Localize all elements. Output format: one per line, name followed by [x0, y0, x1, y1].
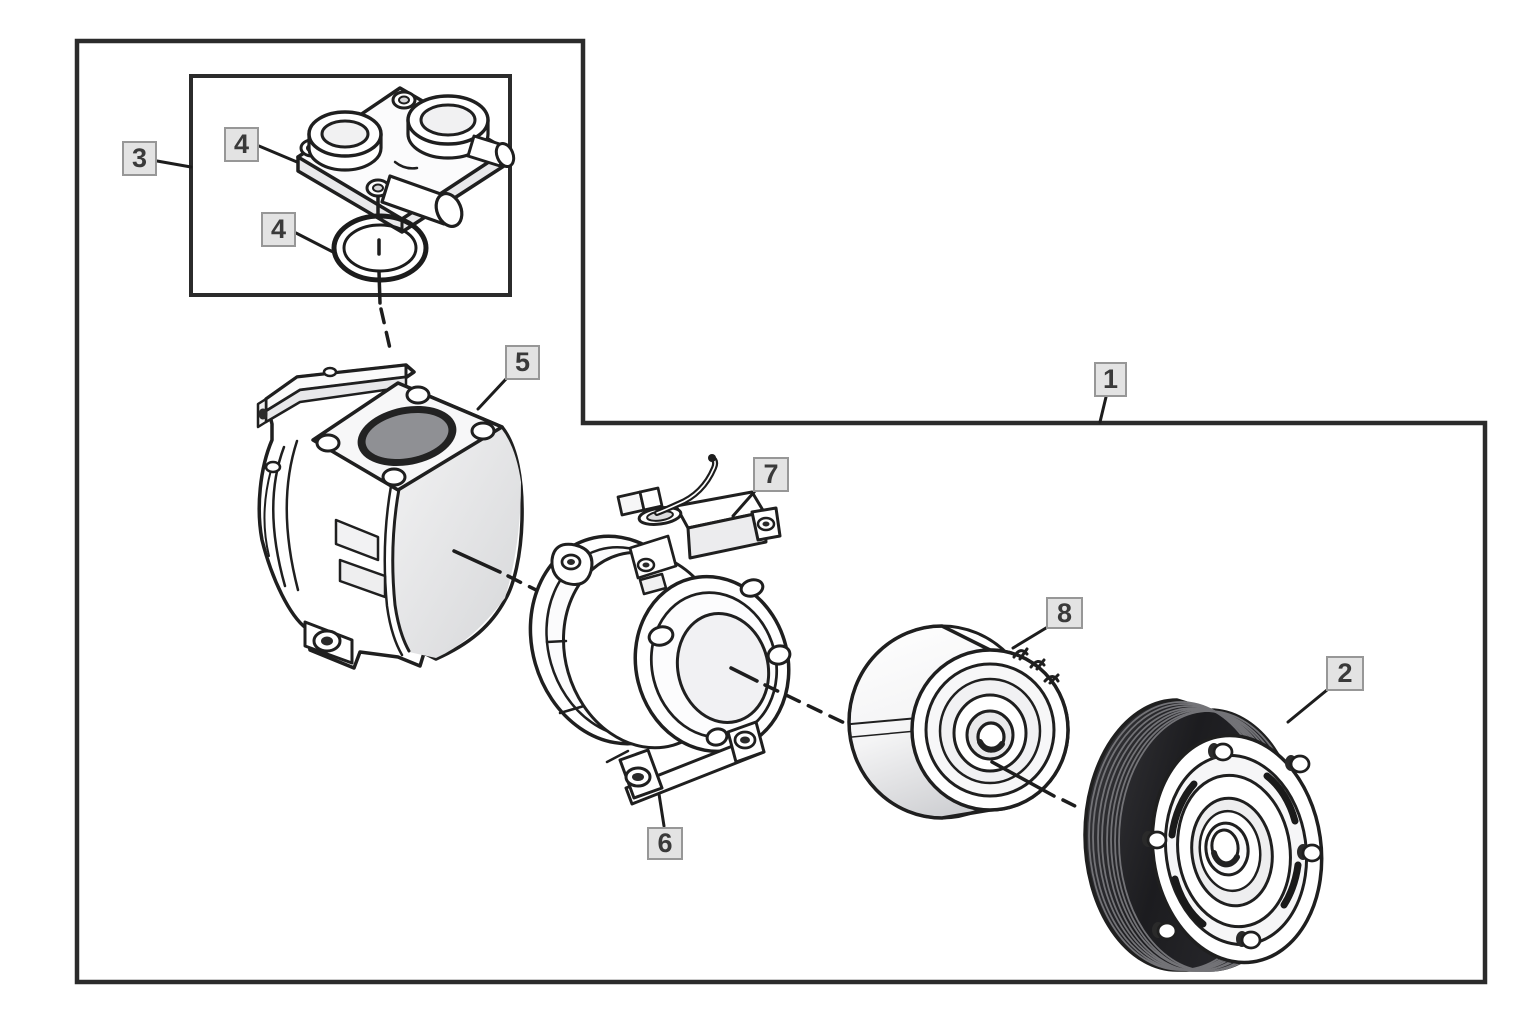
part-clutch-hub: [847, 624, 1070, 820]
leader-1: [1098, 395, 1108, 424]
callout-box-2: 2: [1326, 656, 1364, 691]
part-rear-compressor-body: [256, 363, 524, 670]
rear-body-mounting-rail: [256, 363, 408, 429]
leader-7: [731, 489, 757, 518]
front-body-boss: [675, 612, 771, 724]
leader-5: [476, 377, 508, 411]
callout-box-1: 1: [1094, 362, 1127, 397]
front-body-lug-top: [550, 542, 594, 586]
callout-box-5: 5: [505, 345, 540, 380]
rear-body-foot: [303, 620, 354, 665]
head-stub-tube: [466, 134, 516, 169]
clutch-rim-serrations: [1012, 647, 1060, 685]
leader-3: [155, 159, 193, 169]
leader-2: [1286, 688, 1329, 724]
head-outlet-tube: [380, 174, 464, 228]
assembly-axis-8-to-2: [990, 760, 1083, 811]
callout-box-7: 7: [753, 457, 789, 492]
detail-inset-box: [189, 74, 512, 297]
assembly-axis-6-to-8: [729, 666, 859, 731]
leader-4b: [294, 231, 335, 254]
part-front-compressor-body: [528, 454, 792, 806]
part-pulley: [1083, 698, 1324, 972]
leader-8: [1011, 626, 1048, 650]
pulley-spoke-windows: [1168, 772, 1302, 928]
callout-box-3: 3: [122, 141, 157, 176]
head-port-left: [307, 110, 383, 172]
assembly-axis-vertical: [376, 195, 393, 355]
leader-6: [657, 792, 666, 828]
pulley-rivets: [1142, 742, 1323, 950]
leader-4a: [257, 144, 299, 164]
part-top-bracket: [616, 454, 782, 596]
assembly-boundary-outline: [74, 38, 1488, 985]
part-cylinder-head: [296, 86, 516, 234]
callout-leader-lines: [155, 144, 1329, 828]
head-port-right: [406, 94, 490, 160]
callout-box-4a: 4: [224, 127, 259, 162]
assembly-axis-5-to-6: [452, 549, 558, 602]
callout-box-4b: 4: [261, 212, 296, 247]
callout-box-8: 8: [1046, 597, 1083, 629]
callout-box-6: 6: [647, 827, 683, 860]
rear-body-face: [391, 428, 521, 658]
front-body-feet: [618, 720, 766, 806]
rear-body-flange: [311, 381, 504, 492]
